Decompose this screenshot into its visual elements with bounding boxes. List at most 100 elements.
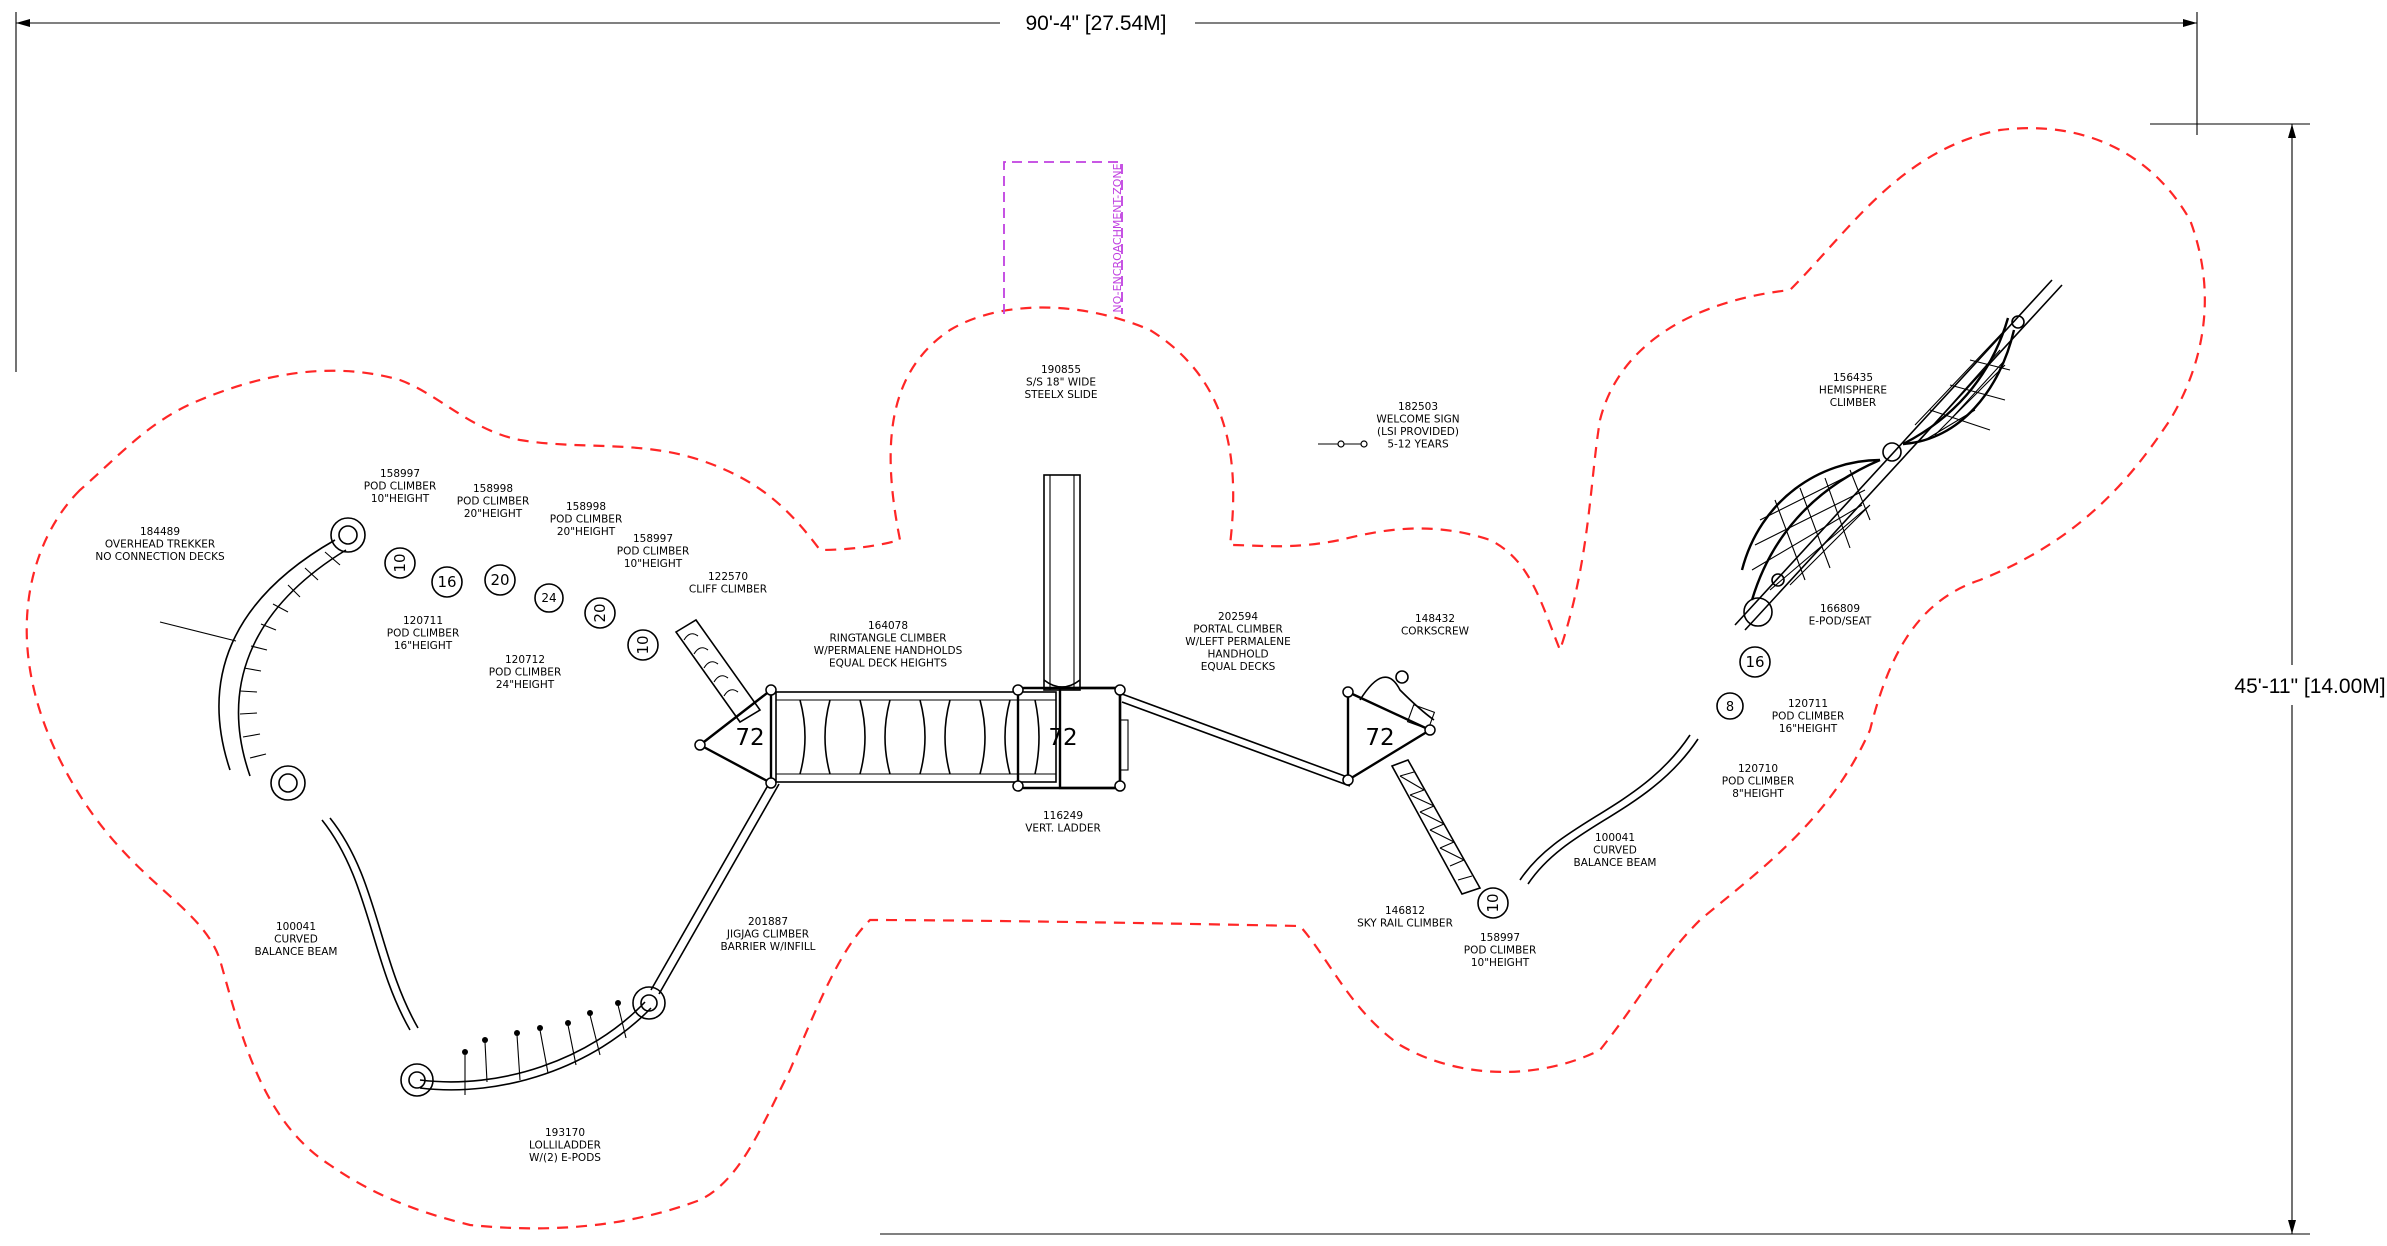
height-dimension: 45'-11" [14.00M] — [880, 123, 2386, 1235]
corkscrew-label-line: 148432 — [1415, 613, 1455, 625]
portal-climber-label-line: 202594 — [1218, 611, 1258, 623]
lolliladder-label-line: 193170 — [545, 1127, 585, 1139]
deck-center-graphic: 72 — [1012, 474, 1129, 792]
pod-climber-120711-b-label-line: POD CLIMBER — [1772, 711, 1845, 723]
pod-climber-158997-c-label-line: POD CLIMBER — [1464, 945, 1537, 957]
sky-rail-climber-graphic — [1390, 759, 1482, 895]
pod-climber-158998-b-label-line: POD CLIMBER — [550, 514, 623, 526]
vert-ladder-label-line: VERT. LADDER — [1025, 823, 1101, 835]
overhead-trekker-label-line: OVERHEAD TREKKER — [105, 539, 215, 551]
overhead-trekker-graphic — [159, 517, 366, 801]
e-pod-seat-label-line: 166809 — [1820, 603, 1860, 615]
pod-height-label: 16 — [437, 573, 456, 591]
pod-climber-158997-b-label-line: POD CLIMBER — [617, 546, 690, 558]
ringtangle-climber-label-line: RINGTANGLE CLIMBER — [829, 633, 946, 645]
pod-height-label: 10 — [391, 553, 409, 572]
welcome-sign-graphic — [1318, 440, 1368, 448]
ringtangle-climber-label-line: W/PERMALENE HANDHOLDS — [814, 645, 963, 657]
pod-climber-120711-b-label-line: 16"HEIGHT — [1779, 723, 1838, 735]
jigjag-climber-label-line: 201887 — [748, 916, 788, 928]
pod-height-label: 8 — [1726, 700, 1734, 715]
width-dimension: 90'-4" [27.54M] — [15, 12, 2198, 372]
welcome-sign-label-line: 5-12 YEARS — [1387, 439, 1449, 451]
deck-left-height: 72 — [735, 725, 764, 751]
pod-climber-pod: 20 — [484, 564, 516, 596]
pod-climber-158997-a-label-line: POD CLIMBER — [364, 481, 437, 493]
pod-climber-pod: 8 — [1716, 692, 1744, 720]
pod-climber-120712-label-line: POD CLIMBER — [489, 667, 562, 679]
pod-height-label: 10 — [634, 635, 652, 654]
portal-climber-graphic — [1121, 693, 1351, 787]
pod-climber-120710-label-line: 8"HEIGHT — [1732, 788, 1784, 800]
pod-climbers: 10 16 20 24 20 10 16 8 — [384, 547, 1771, 919]
cliff-climber-label-line: 122570 — [708, 571, 748, 583]
pod-climber-pod: 16 — [1739, 646, 1771, 678]
balance-beam-left-label-line: CURVED — [274, 934, 318, 946]
pod-climber-120711-a-label-line: 16"HEIGHT — [394, 640, 453, 652]
pod-height-label: 16 — [1745, 653, 1764, 671]
steelx-slide-label-line: 190855 — [1041, 364, 1081, 376]
hemisphere-climber-graphic — [1734, 279, 2063, 631]
width-dimension-label: 90'-4" [27.54M] — [1025, 12, 1166, 35]
pod-climber-120710-label-line: POD CLIMBER — [1722, 776, 1795, 788]
welcome-sign-label-line: (LSI PROVIDED) — [1377, 426, 1459, 438]
balance-beam-left-graphic — [321, 817, 419, 1031]
sky-rail-climber-label-line: 146812 — [1385, 905, 1425, 917]
steelx-slide-label-line: STEELX SLIDE — [1024, 389, 1097, 401]
ringtangle-climber-graphic — [775, 691, 1057, 783]
pod-climber-pod: 24 — [534, 583, 564, 613]
lolliladder-label-line: LOLLILADDER — [529, 1140, 601, 1152]
welcome-sign-label-line: 182503 — [1398, 401, 1438, 413]
balance-beam-left-label-line: BALANCE BEAM — [255, 946, 338, 958]
no-encroachment-zone: NO-ENCROACHMENT-ZONE — [1003, 161, 1124, 314]
pod-climber-pod: 10 — [1477, 887, 1509, 919]
pod-climber-158997-c-label-line: 10"HEIGHT — [1471, 957, 1530, 969]
portal-climber-label-line: W/LEFT PERMALENE — [1185, 636, 1291, 648]
portal-climber-label-line: HANDHOLD — [1207, 649, 1268, 661]
pod-climber-158997-c-label-line: 158997 — [1480, 932, 1520, 944]
pod-climber-120712-label-line: 24"HEIGHT — [496, 679, 555, 691]
hemisphere-climber-label-line: 156435 — [1833, 372, 1873, 384]
steelx-slide-label-line: S/S 18" WIDE — [1026, 377, 1096, 389]
deck-right-graphic: 72 — [1342, 670, 1436, 786]
pod-climber-120711-a-label-line: 120711 — [403, 615, 443, 627]
balance-beam-right-label-line: 100041 — [1595, 832, 1635, 844]
pod-height-label: 20 — [591, 603, 609, 622]
pod-climber-pod: 10 — [384, 547, 416, 579]
use-zone-boundary — [25, 127, 2206, 1230]
pod-climber-pod: 16 — [431, 566, 463, 598]
sky-rail-climber-label-line: SKY RAIL CLIMBER — [1357, 918, 1453, 930]
pod-climber-158997-a-label-line: 10"HEIGHT — [371, 493, 430, 505]
balance-beam-right-label-line: BALANCE BEAM — [1574, 857, 1657, 869]
pod-climber-158997-a-label-line: 158997 — [380, 468, 420, 480]
pod-climber-158998-a-label-line: 20"HEIGHT — [464, 508, 523, 520]
jigjag-climber-graphic — [650, 779, 780, 995]
lolliladder-graphic — [400, 986, 666, 1097]
pod-climber-158997-b-label-line: 158997 — [633, 533, 673, 545]
pod-climber-158997-b-label-line: 10"HEIGHT — [624, 558, 683, 570]
jigjag-climber-label-line: JIGJAG CLIMBER — [726, 929, 809, 941]
pod-height-label: 20 — [490, 571, 509, 589]
balance-beam-left-label-line: 100041 — [276, 921, 316, 933]
